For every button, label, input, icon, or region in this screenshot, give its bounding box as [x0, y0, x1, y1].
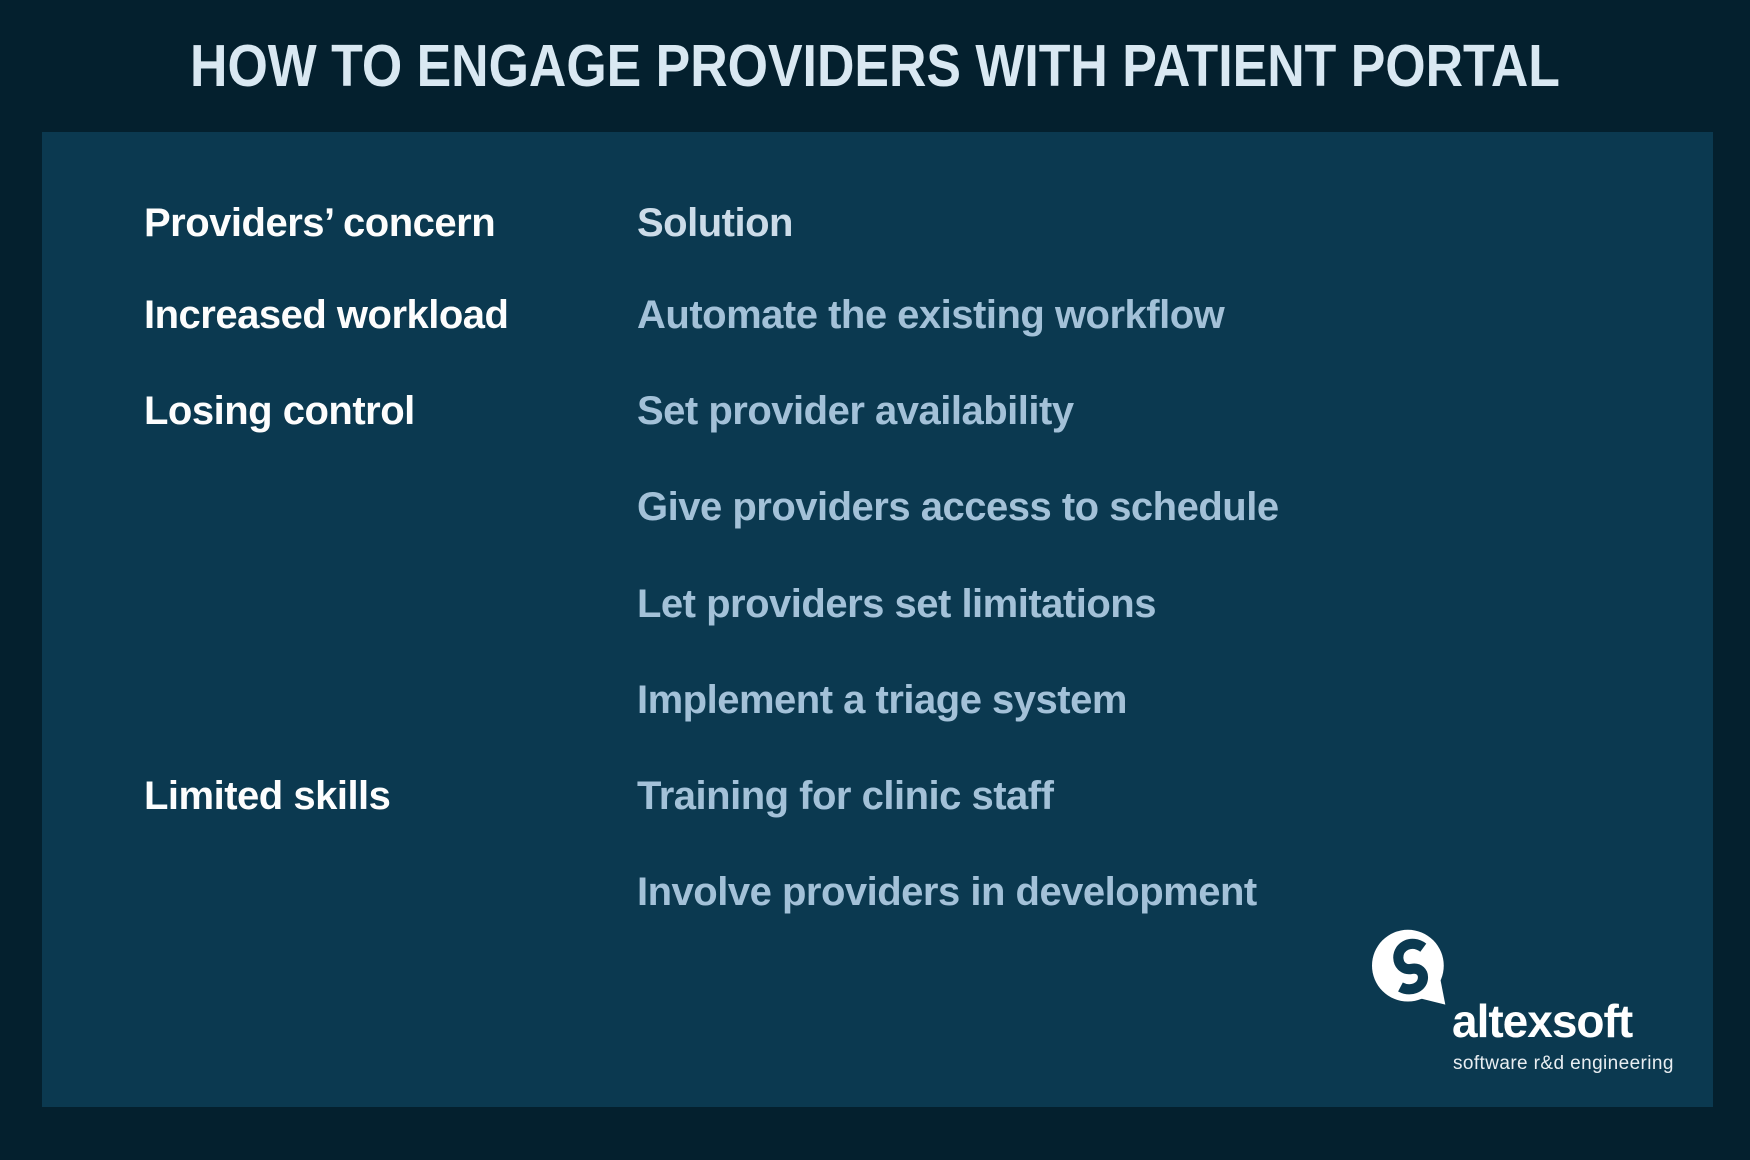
table-row: Losing control Set provider availability	[42, 387, 1713, 435]
solution-cell: Set provider availability	[637, 389, 1074, 433]
solution-cell: Automate the existing workflow	[637, 293, 1225, 337]
table-row: Give providers access to schedule	[42, 483, 1713, 531]
concern-cell: Increased workload	[144, 293, 509, 337]
solution-cell: Training for clinic staff	[637, 774, 1054, 818]
content-panel: Providers’ concern Solution Increased wo…	[42, 132, 1713, 1107]
table-row: Implement a triage system	[42, 676, 1713, 724]
concern-cell: Losing control	[144, 389, 415, 433]
solution-column-header: Solution	[637, 201, 793, 245]
solution-cell: Let providers set limitations	[637, 582, 1156, 626]
logo-tagline: software r&d engineering	[1453, 1053, 1674, 1074]
table-row: Increased workload Automate the existing…	[42, 291, 1713, 339]
page-title: HOW TO ENGAGE PROVIDERS WITH PATIENT POR…	[190, 33, 1560, 99]
altexsoft-logo: altexsoft software r&d engineering	[1372, 928, 1702, 1098]
table-row: Let providers set limitations	[42, 580, 1713, 628]
altexsoft-speech-bubble-a-icon	[1372, 929, 1446, 1005]
solution-cell: Involve providers in development	[637, 870, 1257, 914]
table-header-row: Providers’ concern Solution	[42, 199, 1713, 247]
solution-cell: Implement a triage system	[637, 678, 1127, 722]
concern-cell: Limited skills	[144, 774, 391, 818]
logo-wordmark: altexsoft	[1452, 995, 1633, 1047]
table-row: Limited skills Training for clinic staff	[42, 772, 1713, 820]
table-row: Involve providers in development	[42, 868, 1713, 916]
concern-column-header: Providers’ concern	[144, 201, 496, 245]
solution-cell: Give providers access to schedule	[637, 485, 1279, 529]
